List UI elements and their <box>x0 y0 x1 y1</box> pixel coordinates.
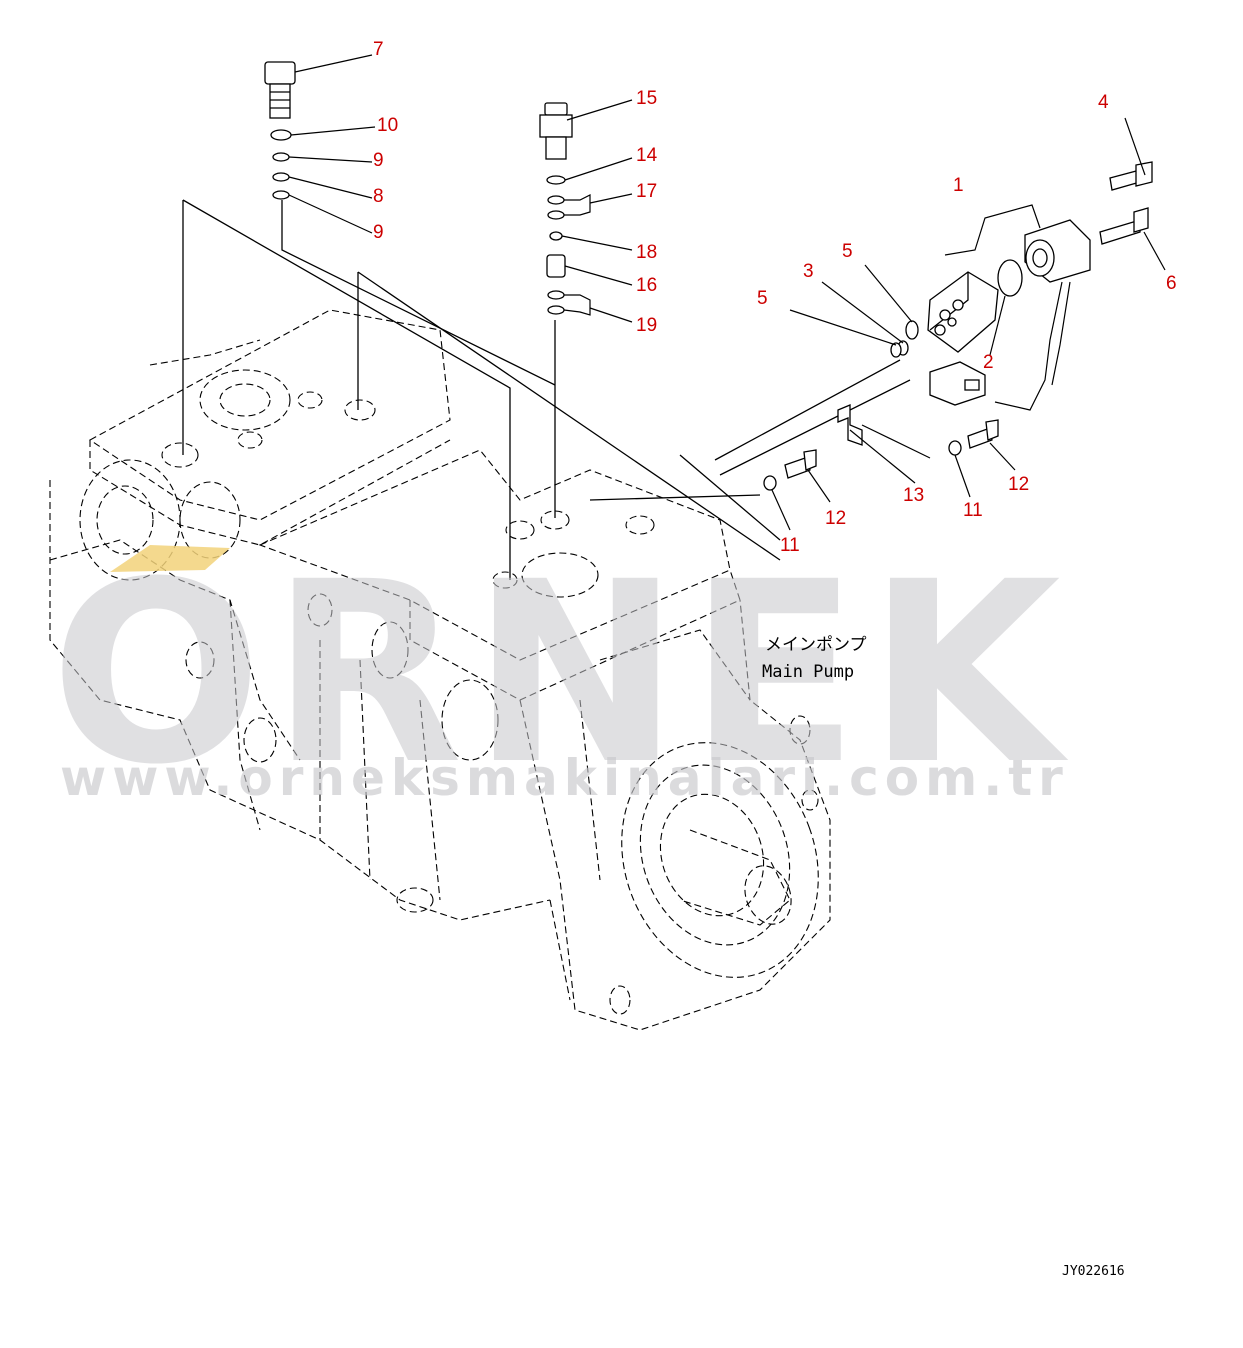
callout-13: 13 <box>903 485 924 506</box>
part-18-oring <box>549 231 563 241</box>
callout-12-right: 12 <box>1008 474 1029 495</box>
callout-5-lower: 5 <box>757 288 768 309</box>
part-14-oring <box>546 175 566 185</box>
part-17-oring <box>547 195 565 205</box>
part-5-oring-a <box>905 320 919 340</box>
part-11-washer-left <box>763 475 777 491</box>
part-19-oring <box>547 290 565 300</box>
callout-2: 2 <box>983 352 994 373</box>
callout-labels: 7 10 9 8 9 15 14 17 18 16 19 1 4 6 5 3 5… <box>373 39 1177 556</box>
part-12-bolt-left <box>784 449 817 479</box>
watermark-url: www.orneksmakinalari.com.tr <box>60 749 1069 807</box>
part-8-oring <box>272 172 290 182</box>
part-19-backup-ring <box>547 305 565 315</box>
part-10-oring <box>270 129 292 141</box>
callout-3: 3 <box>803 261 814 282</box>
connector <box>929 361 986 406</box>
part-5-oring-b <box>890 342 902 358</box>
callout-19: 19 <box>636 315 657 336</box>
main-pump-outline <box>49 309 831 1031</box>
part-6-bolt <box>1099 207 1149 245</box>
callout-12-left: 12 <box>825 508 846 529</box>
callout-14: 14 <box>636 145 658 166</box>
watermark-brand: ORNEK <box>50 528 1069 819</box>
caption-japanese: メインポンプ <box>765 635 867 655</box>
callout-7: 7 <box>373 39 384 60</box>
callout-10: 10 <box>377 115 398 136</box>
callout-11-right: 11 <box>963 500 983 521</box>
callout-18: 18 <box>636 242 657 263</box>
part-9-oring-lower <box>272 190 290 200</box>
part-16-sleeve <box>546 254 566 278</box>
callout-16: 16 <box>636 275 657 296</box>
caption-english: Main Pump <box>762 662 854 682</box>
part-17-backup-ring <box>547 210 565 220</box>
part-1-solenoid <box>994 219 1091 411</box>
part-4-bolt <box>1109 161 1153 191</box>
part-9-oring-upper <box>272 152 290 162</box>
watermark-accent-swoosh <box>110 545 230 572</box>
callout-11-left: 11 <box>780 535 800 556</box>
watermark: ORNEK www.orneksmakinalari.com.tr <box>50 528 1069 819</box>
reference-lines <box>182 199 911 580</box>
callout-5-upper: 5 <box>842 241 853 262</box>
callout-9-upper: 9 <box>373 150 384 171</box>
callout-9-lower: 9 <box>373 222 384 243</box>
callout-1: 1 <box>953 175 964 196</box>
part-15-valve <box>539 102 573 160</box>
part-7-plug <box>264 61 296 119</box>
callout-8: 8 <box>373 186 384 207</box>
callout-4: 4 <box>1098 92 1109 113</box>
leader-lines <box>288 54 1166 531</box>
drawing-code: JY022616 <box>1062 1264 1125 1279</box>
callout-6: 6 <box>1166 273 1177 294</box>
part-12-bolt-right <box>967 419 999 449</box>
callout-17: 17 <box>636 181 657 202</box>
part-13-bracket <box>837 404 863 446</box>
part-1-block <box>927 271 999 353</box>
part-11-washer-right <box>948 440 962 456</box>
part-2-oring <box>997 259 1023 297</box>
callout-15: 15 <box>636 88 657 109</box>
